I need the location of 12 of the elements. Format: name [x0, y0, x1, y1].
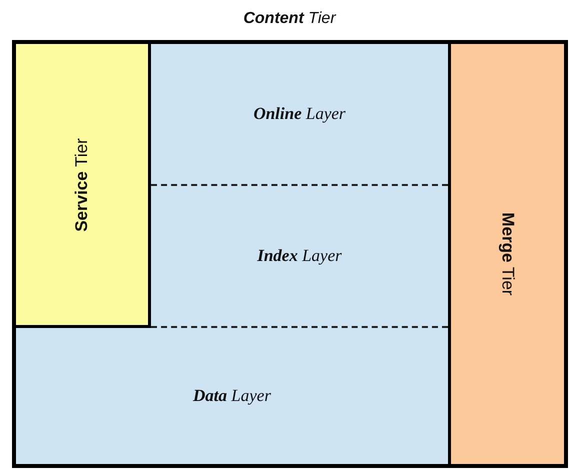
tier-box	[16, 44, 151, 328]
layer-box	[16, 328, 448, 464]
region-label: Service Tier	[72, 138, 92, 232]
layer-box	[151, 186, 448, 328]
tier-box	[448, 44, 564, 464]
diagram-heading: Content Tier	[243, 10, 336, 27]
layer-box	[151, 44, 448, 186]
region-label: Online Layer	[253, 104, 346, 124]
outer-box	[12, 40, 568, 468]
region-label: Index Layer	[257, 246, 342, 266]
region-label: Data Layer	[193, 386, 271, 406]
region-label: Merge Tier	[498, 212, 518, 296]
